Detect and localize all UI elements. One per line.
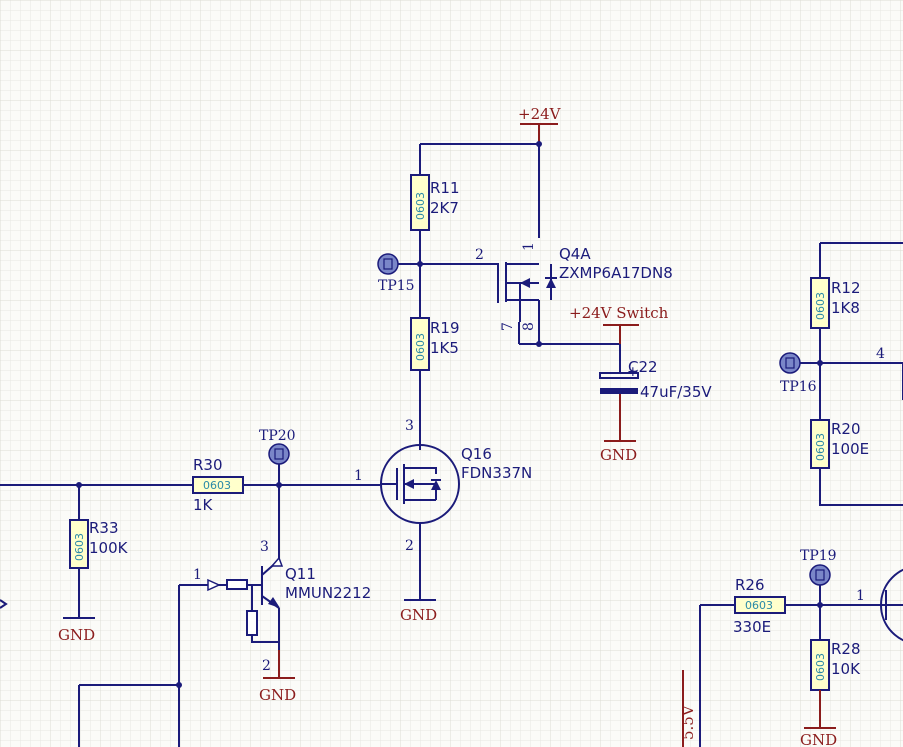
gnd-q16: GND — [400, 606, 437, 624]
r30-value: 1K — [193, 496, 214, 514]
testpoint-tp16[interactable]: TP16 — [779, 352, 817, 395]
svg-text:0603: 0603 — [814, 653, 827, 681]
tp20-label: TP20 — [259, 428, 296, 444]
resistor-r33[interactable]: 0603 R33 100K GND — [58, 485, 129, 644]
c22-value: 47uF/35V — [640, 383, 712, 401]
svg-text:2: 2 — [405, 538, 414, 554]
power-label-24v-switch: +24V Switch — [569, 304, 669, 322]
net-q11-base[interactable] — [78, 585, 180, 747]
net-label-5v5: 5.5V — [679, 704, 697, 740]
q11-value: MMUN2212 — [285, 584, 371, 602]
testpoint-tp20[interactable]: TP20 — [259, 428, 296, 552]
net-r26[interactable] — [699, 604, 903, 747]
testpoint-tp19[interactable]: TP19 — [800, 548, 837, 640]
svg-text:0603: 0603 — [814, 292, 827, 320]
r28-ref: R28 — [831, 640, 861, 658]
r12-ref: R12 — [831, 279, 861, 297]
q11-ref: Q11 — [285, 565, 316, 583]
q4a-value: ZXMP6A17DN8 — [559, 264, 673, 282]
svg-text:4: 4 — [876, 346, 885, 362]
mosfet-q4a[interactable]: 2 1 7 8 Q4A ZXMP6A17DN8 — [420, 242, 673, 347]
net-24v-top[interactable]: +24V — [419, 105, 562, 238]
r30-ref: R30 — [193, 456, 223, 474]
r11-ref: R11 — [430, 179, 460, 197]
testpoint-tp15[interactable]: TP15 — [377, 253, 420, 294]
q4a-ref: Q4A — [559, 245, 591, 263]
resistor-r20[interactable]: 0603 R20 100E — [810, 419, 869, 469]
svg-text:1: 1 — [193, 567, 202, 583]
power-label-24v: +24V — [518, 105, 562, 123]
resistor-r26[interactable]: 0603 R26 330E — [733, 576, 786, 636]
svg-text:0603: 0603 — [745, 599, 773, 612]
r26-value: 330E — [733, 618, 771, 636]
r20-value: 100E — [831, 440, 869, 458]
net-24v-switch[interactable]: +24V Switch — [569, 304, 669, 344]
svg-text:+: + — [627, 364, 639, 380]
q16-value: FDN337N — [461, 464, 532, 482]
transistor-q11[interactable]: 3 1 2 GND Q11 MMUN2212 — [179, 539, 371, 704]
r26-ref: R26 — [735, 576, 765, 594]
tp19-label: TP19 — [800, 548, 837, 564]
tp15-label: TP15 — [378, 278, 415, 294]
r12-value: 1K8 — [831, 299, 860, 317]
r20-ref: R20 — [831, 420, 861, 438]
svg-text:0603: 0603 — [814, 433, 827, 461]
net-right-top[interactable] — [819, 242, 903, 278]
mosfet-right-partial[interactable]: 1 — [856, 566, 903, 644]
svg-text:0603: 0603 — [203, 479, 231, 492]
gnd-r28: GND — [800, 731, 837, 747]
q16-ref: Q16 — [461, 445, 492, 463]
gnd-r33: GND — [58, 626, 95, 644]
svg-text:0603: 0603 — [414, 192, 427, 220]
mosfet-q16[interactable]: 3 2 1 Q16 FDN337N GND — [354, 418, 532, 624]
svg-text:8: 8 — [521, 322, 537, 331]
r19-value: 1K5 — [430, 339, 459, 357]
svg-text:1: 1 — [521, 242, 537, 251]
tp16-label: TP16 — [780, 379, 817, 395]
svg-text:3: 3 — [405, 418, 414, 434]
gnd-c22: GND — [600, 446, 637, 464]
c22-ref: C22 — [628, 358, 658, 376]
resistor-r12[interactable]: 0603 R12 1K8 — [810, 277, 861, 329]
svg-text:2: 2 — [262, 658, 271, 674]
r11-value: 2K7 — [430, 199, 459, 217]
r33-ref: R33 — [89, 519, 119, 537]
resistor-r11[interactable]: 0603 R11 2K7 — [410, 174, 460, 231]
svg-text:1: 1 — [856, 588, 865, 604]
svg-text:3: 3 — [260, 539, 269, 555]
svg-text:1: 1 — [354, 468, 363, 484]
resistor-r28[interactable]: 0603 R28 10K GND — [800, 639, 861, 747]
svg-text:2: 2 — [475, 247, 484, 263]
gnd-q11: GND — [259, 686, 296, 704]
r28-value: 10K — [831, 660, 861, 678]
svg-text:0603: 0603 — [73, 533, 86, 561]
svg-text:0603: 0603 — [414, 333, 427, 361]
r33-value: 100K — [89, 539, 129, 557]
r19-ref: R19 — [430, 319, 460, 337]
svg-text:7: 7 — [500, 322, 516, 331]
resistor-r30[interactable]: 0603 R30 1K — [192, 456, 244, 514]
capacitor-c22[interactable]: C22 + 47uF/35V GND — [599, 344, 712, 464]
resistor-r19[interactable]: 0603 R19 1K5 — [410, 317, 460, 371]
